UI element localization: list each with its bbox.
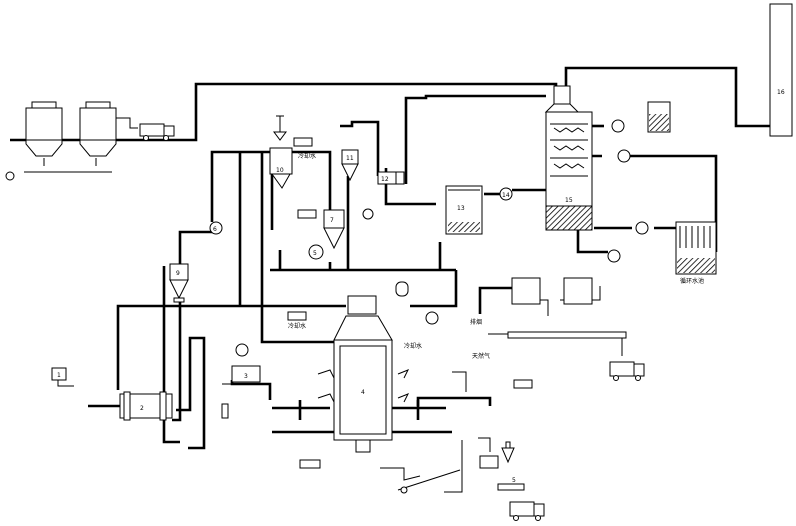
furnace-top-pipe bbox=[395, 281, 409, 297]
label-13: 13 bbox=[457, 205, 465, 212]
fan-14 bbox=[499, 187, 513, 201]
furnace-right-pipe bbox=[416, 396, 492, 406]
cyclone-7: 7 bbox=[297, 209, 345, 250]
label-9: 9 bbox=[176, 270, 180, 277]
dosing-pump bbox=[611, 119, 625, 133]
tanker-truck-top bbox=[139, 123, 175, 141]
cyclone10-left-pipe bbox=[210, 150, 272, 222]
hopper3-to-furnace-pipe bbox=[230, 380, 272, 400]
scrubber-to-chimney-pipe bbox=[564, 66, 770, 128]
cyclone-10: 10 冷却水 bbox=[269, 115, 316, 189]
circulation-pump-top bbox=[617, 149, 631, 163]
silo-left bbox=[25, 101, 63, 157]
furnace-right-inlet bbox=[513, 379, 533, 389]
natural-gas-label: 天然气 bbox=[472, 352, 490, 360]
scrubber-bottom-pipe bbox=[576, 228, 608, 254]
label-6: 6 bbox=[213, 226, 217, 233]
cooling-water-label-1: 冷却水 bbox=[298, 152, 316, 160]
header-drops bbox=[278, 176, 442, 270]
fan-12 bbox=[362, 208, 374, 220]
scrubber-return-pipe bbox=[404, 94, 546, 184]
rotary-kiln-2: 2 bbox=[119, 391, 173, 421]
feeder-1: 1 bbox=[51, 367, 67, 381]
silo-bottom-line bbox=[24, 158, 112, 173]
label-11: 11 bbox=[346, 155, 354, 162]
cooling-water-label-3: 冷却水 bbox=[404, 342, 422, 350]
fan-5-upper bbox=[308, 244, 324, 260]
bottom-conveyor: 5 bbox=[380, 441, 525, 494]
blower bbox=[425, 311, 439, 325]
scrubber-tower: 15 bbox=[544, 85, 593, 231]
kiln2-to-furnace-pipe bbox=[116, 304, 346, 390]
delivery-truck-right bbox=[609, 361, 645, 381]
cyclone10-to-7-pipe bbox=[288, 150, 332, 210]
bag-filter: 13 bbox=[445, 185, 483, 235]
label-5-upper: 5 bbox=[313, 250, 317, 257]
fan6-to-cyclone9-pipe bbox=[178, 230, 212, 264]
cyclone9-down-pipe bbox=[172, 300, 182, 422]
furnace-left-inlet bbox=[260, 152, 346, 344]
fan-6 bbox=[209, 221, 223, 235]
label-5-lower: 5 bbox=[512, 477, 516, 484]
dosing-tank bbox=[647, 101, 671, 133]
pool-return-pipe bbox=[630, 154, 718, 252]
collection-trough bbox=[507, 331, 627, 339]
silo-to-truck-line bbox=[116, 117, 138, 129]
label-16: 16 bbox=[777, 89, 785, 96]
chimney: 16 bbox=[769, 3, 793, 137]
label-10: 10 bbox=[276, 167, 284, 174]
label-15: 15 bbox=[565, 197, 573, 204]
hopper-3: 3 bbox=[221, 343, 261, 419]
silo-fan bbox=[5, 171, 15, 181]
circulating-pool: 循环水池 bbox=[675, 221, 717, 285]
circulating-pool-label: 循环水池 bbox=[680, 277, 704, 285]
circulation-pump-mid bbox=[635, 221, 649, 235]
cyclone11-to-12-pipe bbox=[340, 120, 380, 176]
cyclone-12: 12 bbox=[377, 171, 405, 185]
delivery-truck-bottom bbox=[509, 501, 545, 521]
cooling-water-line bbox=[478, 286, 512, 314]
bottom-convey-line-a bbox=[444, 440, 463, 493]
label-12: 12 bbox=[381, 176, 389, 183]
label-14: 14 bbox=[502, 192, 510, 199]
circulation-pump-bottom bbox=[607, 249, 621, 263]
exhaust-label: 排烟 bbox=[470, 318, 482, 326]
left-vertical-pipe bbox=[162, 266, 180, 444]
label-4: 4 bbox=[361, 389, 365, 396]
bottom-convey-line-b bbox=[478, 437, 491, 452]
label-7: 7 bbox=[330, 217, 334, 224]
cooling-water-inlet-2 bbox=[287, 311, 307, 321]
silo-right bbox=[79, 101, 117, 157]
storage-tanks bbox=[511, 277, 593, 305]
furnace-4: 4 bbox=[317, 295, 410, 453]
natural-gas-line bbox=[452, 371, 467, 392]
label-2: 2 bbox=[140, 405, 144, 412]
label-1: 1 bbox=[57, 372, 61, 379]
header-to-furnace-pipe bbox=[410, 270, 458, 308]
cyclone-9: 9 bbox=[169, 263, 189, 303]
kiln2-outlet-pipe bbox=[176, 336, 206, 450]
bottom-left-inlet bbox=[299, 459, 321, 469]
cooling-water-label-2: 冷却水 bbox=[288, 322, 306, 330]
label-3: 3 bbox=[244, 373, 248, 380]
cyclone-11: 11 bbox=[341, 149, 359, 182]
